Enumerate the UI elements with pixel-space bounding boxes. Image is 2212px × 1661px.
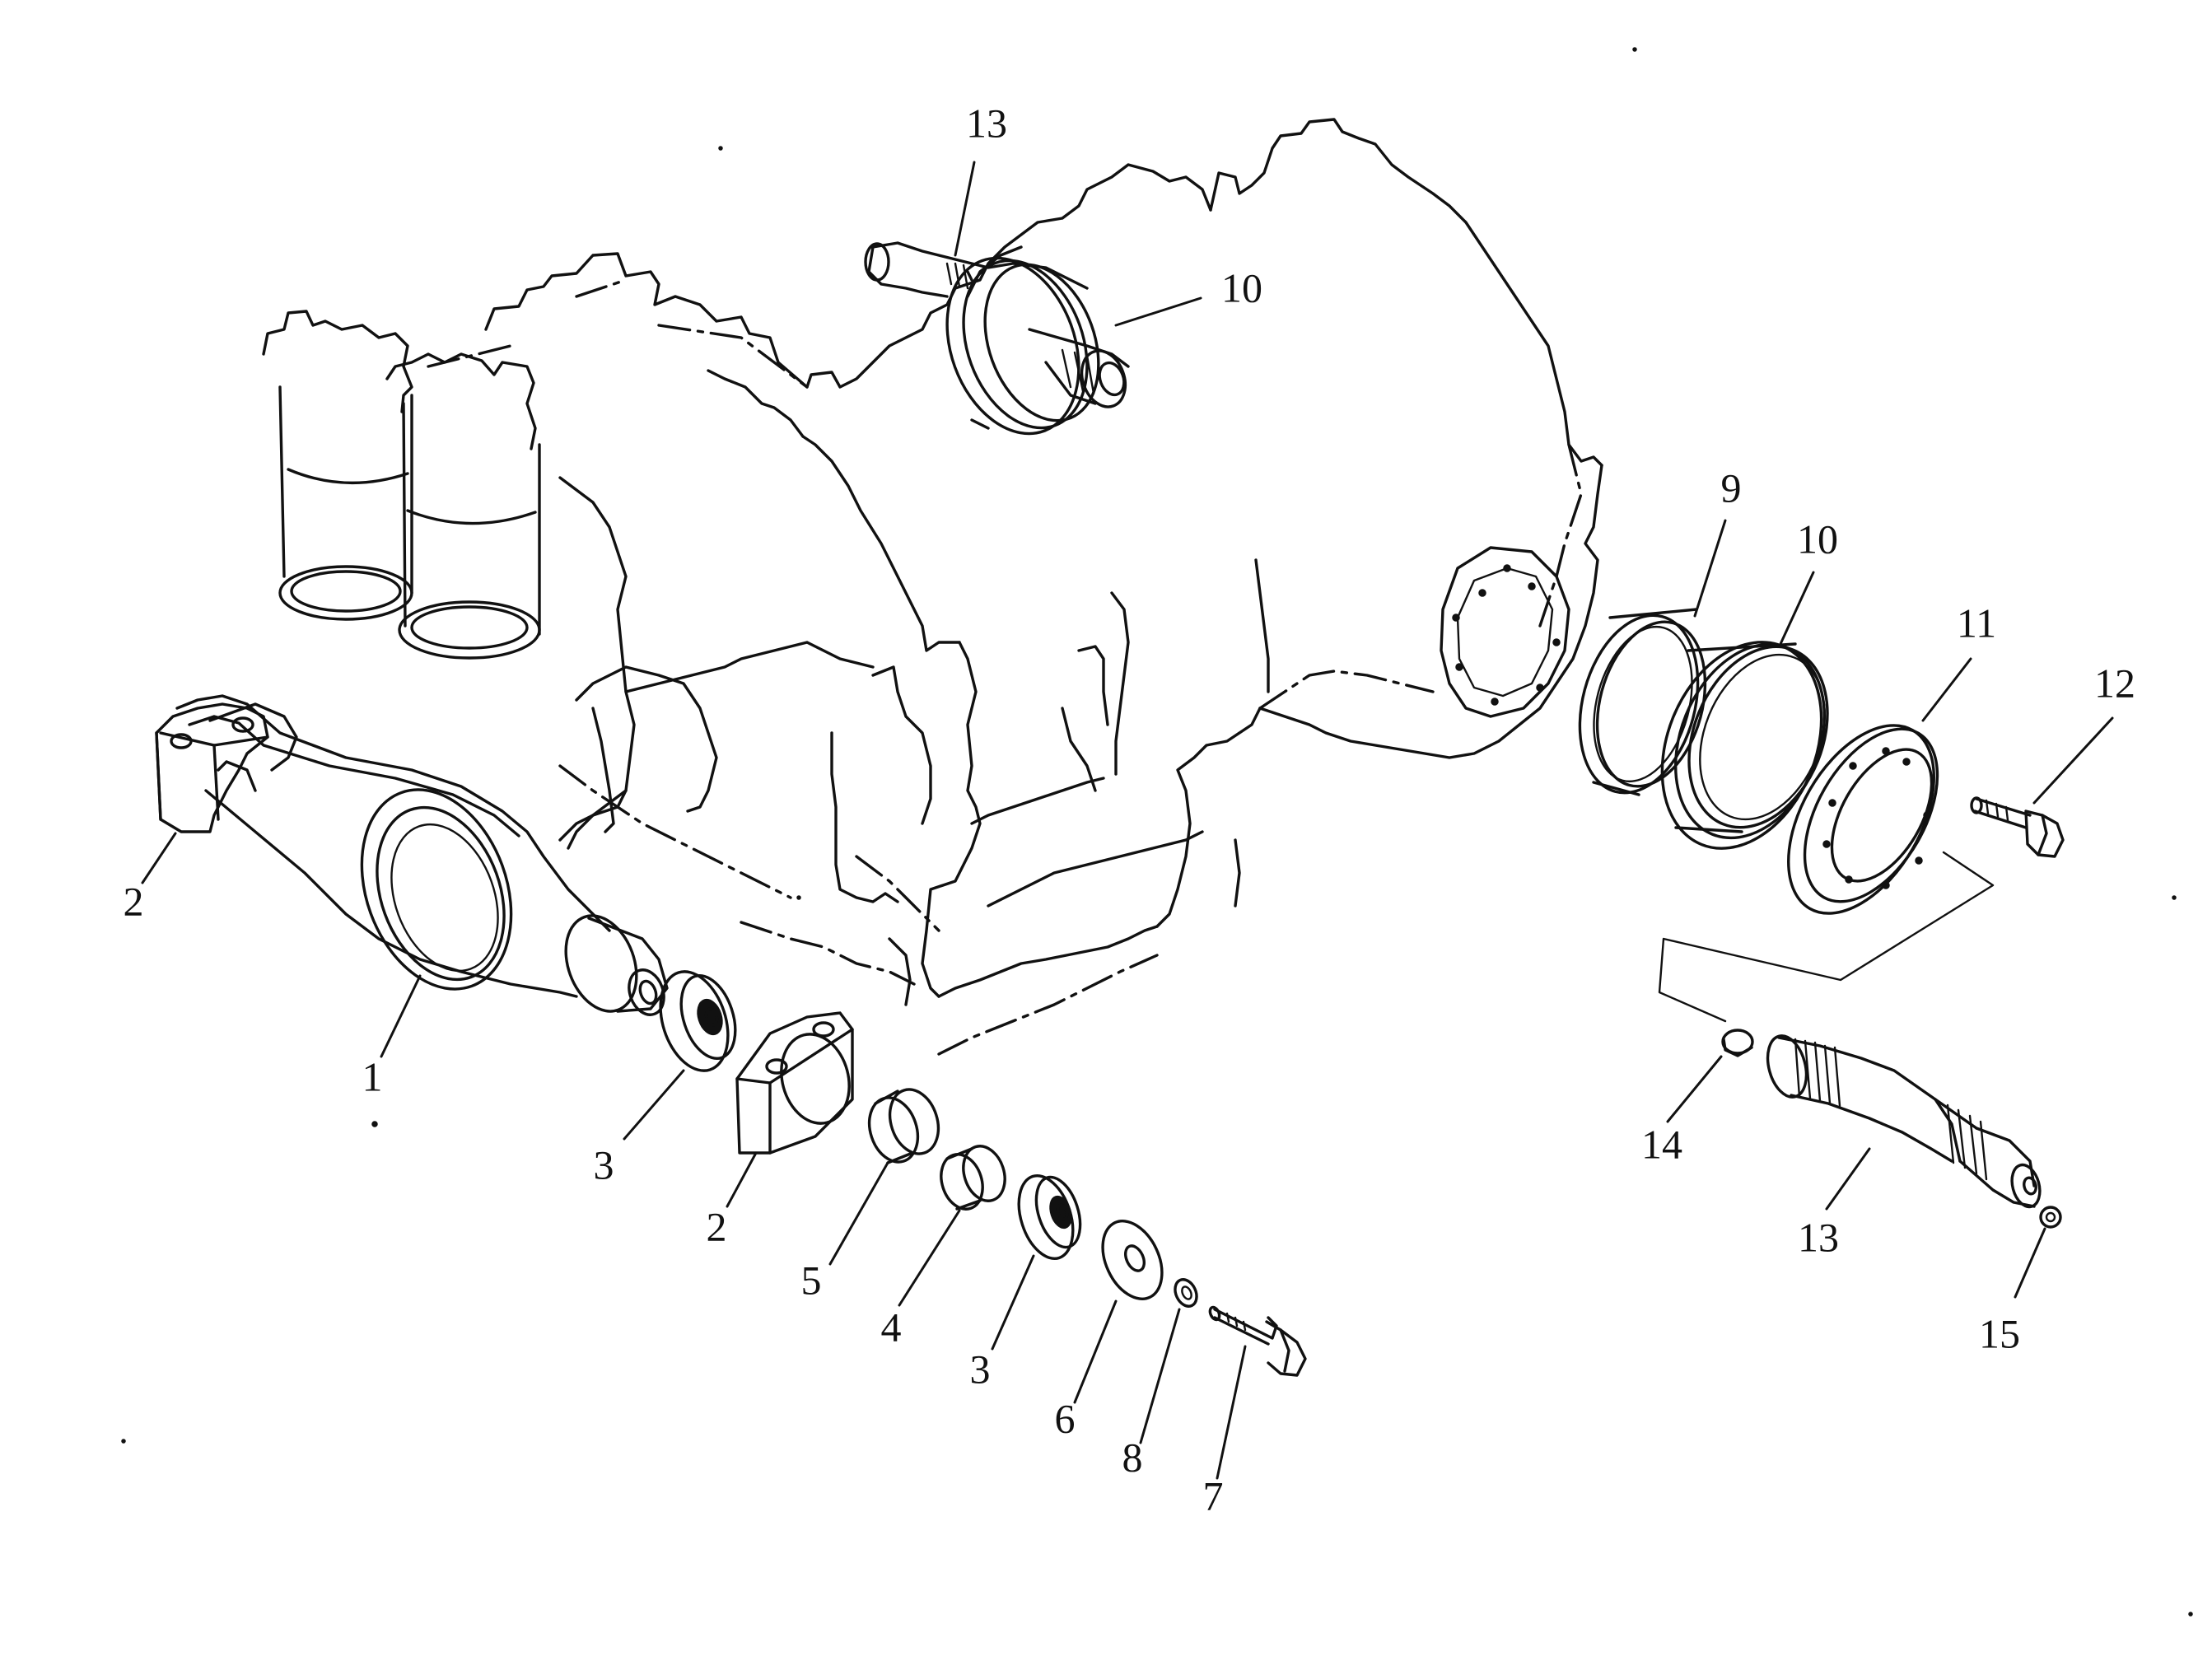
leader-15: [2014, 1227, 2046, 1299]
flange-plate-11: [1787, 724, 1939, 915]
leader-13-top: [954, 161, 976, 257]
callout-14: 14: [1641, 1121, 1682, 1167]
callout-13-bottom: 13: [1798, 1214, 1839, 1260]
bushing: [940, 1145, 1006, 1211]
seal-mid: [1017, 1173, 1082, 1261]
top-shaft-assembly: [864, 241, 1130, 436]
collar: [867, 1088, 940, 1164]
cover-ring-10: [1660, 641, 1829, 850]
leader-6: [1073, 1299, 1118, 1404]
lock-washer: [1174, 1278, 1198, 1308]
callout-8: 8: [1122, 1434, 1143, 1480]
leader-10-right: [1779, 571, 1815, 646]
callout-15: 15: [1979, 1310, 2020, 1356]
leader-2-left: [141, 832, 177, 884]
leader-3-mid: [991, 1254, 1035, 1351]
leader-11: [1921, 657, 1972, 722]
bearing-block-mid: [735, 1011, 854, 1155]
callout-13-top: 13: [966, 100, 1007, 146]
leader-2-mid: [726, 1151, 758, 1208]
transmission-housing: [262, 118, 1603, 1056]
callout-2-left: 2: [124, 878, 144, 924]
callout-6: 6: [1055, 1395, 1076, 1441]
callout-3-mid: 3: [970, 1346, 991, 1392]
seal-ring-9: [1578, 608, 1707, 796]
callout-5: 5: [801, 1257, 822, 1303]
leader-3-left: [623, 1069, 685, 1141]
callout-labels: 13 10 9 10 11 12 2 1 3 2 5 4 3 6 8 7 14 …: [124, 100, 2136, 1519]
leader-lines: [141, 161, 2114, 1480]
leader-8: [1139, 1308, 1181, 1444]
leader-1: [380, 974, 422, 1058]
callout-3-left: 3: [594, 1141, 614, 1187]
callout-11: 11: [1957, 600, 1996, 646]
callout-9: 9: [1721, 464, 1742, 511]
plug-14: [1721, 1029, 1754, 1057]
leader-12: [2032, 716, 2114, 805]
leader-10-top: [1114, 296, 1202, 327]
group-bracket: [1658, 851, 1995, 1023]
seal-left: [659, 970, 737, 1072]
callout-1: 1: [362, 1053, 383, 1099]
leader-5: [828, 1161, 889, 1266]
splined-shaft-13: [1766, 1034, 2042, 1209]
leader-9: [1693, 519, 1727, 618]
leader-14: [1666, 1055, 1723, 1123]
callout-10-top: 10: [1221, 264, 1262, 310]
washer: [1101, 1220, 1164, 1300]
callout-2-mid: 2: [707, 1203, 727, 1249]
leader-4: [898, 1209, 961, 1307]
bolt-12: [1970, 796, 2065, 858]
callout-12: 12: [2094, 660, 2135, 706]
snap-ring-15: [2039, 1206, 2062, 1229]
equalizer-bar: [155, 694, 669, 1016]
leader-13-bottom: [1825, 1147, 1871, 1211]
callout-4: 4: [881, 1304, 902, 1350]
callout-10-right: 10: [1797, 516, 1838, 562]
leader-7: [1216, 1345, 1247, 1480]
scan-dots: [121, 47, 2193, 1617]
callout-7: 7: [1203, 1472, 1224, 1519]
bolt-7: [1208, 1305, 1307, 1377]
